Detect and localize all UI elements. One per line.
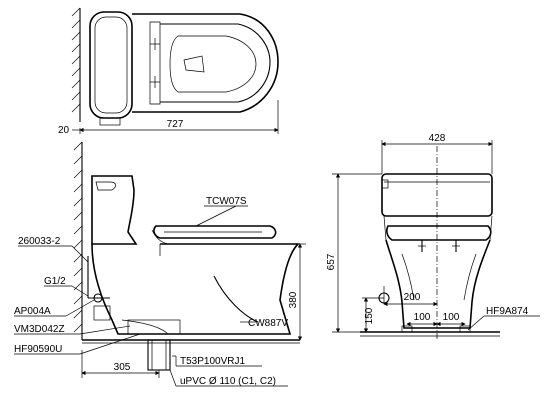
top-tank-lid: [94, 16, 128, 114]
label-flange: VM3D042Z: [14, 324, 65, 335]
side-water-hose: [87, 256, 110, 299]
dim-foot-right-100: 100: [443, 312, 460, 323]
front-flush-lever: [381, 179, 389, 189]
dim-wall-gap-20: 20: [58, 125, 70, 136]
top-drain-hole: [183, 55, 205, 73]
top-bowl-outline: [132, 13, 279, 113]
top-bowl-opening: [169, 35, 257, 93]
dim-height-657: 657: [326, 253, 337, 270]
top-wall-hatch: [71, 7, 81, 113]
top-hinge-plate: [149, 21, 161, 105]
label-pipe: uPVC Ø 110 (C1, C2): [180, 376, 276, 387]
label-hose: 260033-2: [18, 236, 61, 247]
dim-inlet-height-150: 150: [364, 307, 375, 324]
side-trap-curve: [121, 319, 169, 335]
dim-rough-in-305: 305: [114, 362, 131, 373]
side-flush-button: [95, 181, 116, 191]
label-inlet: G1/2: [44, 276, 66, 287]
side-flange: [127, 319, 181, 335]
label-gasket: HF90590U: [14, 344, 62, 355]
side-bowl: [91, 243, 300, 335]
dim-width-428: 428: [429, 133, 446, 144]
front-bowl: [385, 239, 491, 329]
side-stop-valve: [93, 293, 103, 303]
label-bowl: CW887V: [248, 318, 288, 329]
label-valve: AP004A: [14, 306, 51, 317]
side-tank: [91, 175, 138, 245]
top-tank-outline: [89, 11, 133, 119]
dim-foot-left-100: 100: [414, 312, 431, 323]
front-anchor-right: [459, 325, 471, 333]
front-seat: [386, 225, 492, 241]
label-anchor-bolt: HF9A874: [486, 306, 529, 317]
front-view: 428 657 200 100 100 150 HF9A874: [326, 133, 540, 340]
side-bowl-curve: [213, 275, 259, 323]
dim-seat-height-380: 380: [288, 291, 299, 308]
side-valve-body: [93, 305, 111, 321]
dim-length-727: 727: [167, 119, 184, 130]
top-inlet: [99, 117, 121, 126]
top-view: 727 20: [58, 7, 279, 136]
label-trap: T53P100VRJ1: [180, 356, 245, 367]
side-view: 380 305 TCW07S 260033-2 G1/2 AP004A VM3D…: [14, 141, 306, 387]
side-seat: [153, 225, 277, 239]
top-seat-outline: [160, 23, 271, 103]
label-seat: TCW07S: [206, 196, 247, 207]
side-wall-hatch: [73, 141, 83, 333]
dim-inlet-offset-200: 200: [404, 292, 421, 303]
side-drain-pipe: [147, 339, 171, 371]
